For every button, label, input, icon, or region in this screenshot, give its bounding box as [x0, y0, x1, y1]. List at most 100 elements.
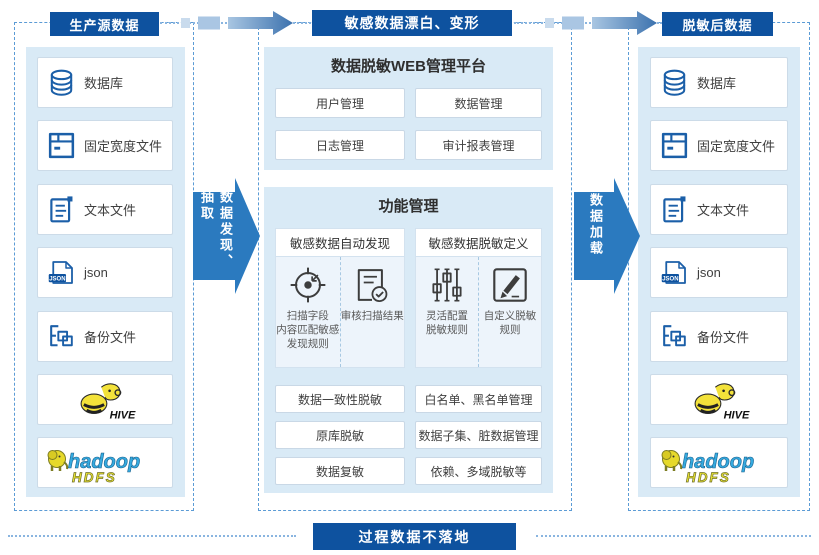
hadoop-hdfs-logo: hadoop HDFS: [661, 449, 755, 484]
source-card-database: 数据库: [37, 57, 173, 108]
footer-dotted-line-right: [536, 535, 811, 537]
hive-logo: HIVE: [694, 382, 750, 421]
audit-result-icon: [358, 269, 388, 303]
card-label: 备份文件: [84, 330, 137, 345]
function-management-title: 功能管理: [378, 198, 439, 215]
masked-data-title: 脱敏后数据: [662, 12, 773, 36]
text-file-icon: [50, 196, 73, 223]
fm-btn-dependency-multidomain: 依赖、多域脱敏等: [415, 457, 542, 485]
cell-custom-rules: 自定义脱敏 规则: [478, 257, 541, 367]
card-label: 数据库: [697, 76, 737, 91]
masked-card-json: JSON json: [650, 247, 788, 298]
source-card-text-file: 文本文件: [37, 184, 173, 235]
fm-btn-whitelist-blacklist: 白名单、黑名单管理: [415, 385, 542, 413]
source-card-json: JSON json: [37, 247, 173, 298]
hdfs-logo-text: HDFS: [686, 470, 731, 484]
footer-dotted-line-left: [8, 535, 296, 537]
json-badge-text: JSON: [662, 276, 678, 282]
footer-bar-label: 过程数据不落地: [358, 528, 471, 545]
fm-btn-data-consistency-masking: 数据一致性脱敏: [275, 385, 405, 413]
card-label: 文本文件: [84, 203, 137, 218]
load-flow-label-text: 数据加载: [588, 193, 603, 257]
card-label: 数据库: [84, 76, 124, 91]
database-icon: [50, 69, 73, 96]
hive-logo-text: HIVE: [724, 409, 750, 421]
function-management-panel: 功能管理 敏感数据自动发现 扫描字段 内容匹配敏感 发现规则: [264, 187, 553, 493]
masked-card-database: 数据库: [650, 57, 788, 108]
hdfs-logo-text: HDFS: [72, 470, 117, 484]
web-platform-panel: 数据脱敏WEB管理平台 用户管理 数据管理 日志管理 审计报表管理: [264, 47, 553, 170]
extract-flow-arrow: [193, 178, 260, 294]
web-btn-audit-report-management: 审计报表管理: [415, 130, 542, 160]
backup-file-icon: [50, 325, 73, 347]
database-icon: [663, 69, 686, 96]
group-auto-discovery-cells: 扫描字段 内容匹配敏感 发现规则 审核扫描结果: [276, 257, 404, 367]
source-card-hadoop-hdfs: hadoop HDFS: [37, 437, 173, 488]
extract-flow-label-col-left: 抽取: [199, 190, 214, 222]
card-label: 固定宽度文件: [84, 139, 163, 154]
masked-card-text-file: 文本文件: [650, 184, 788, 235]
masking-process-title-label: 敏感数据漂白、变形: [344, 15, 480, 31]
hadoop-logo-text: hadoop: [68, 451, 140, 473]
backup-file-icon: [663, 325, 686, 347]
masked-card-hive: HIVE: [650, 374, 788, 425]
web-btn-data-management: 数据管理: [415, 88, 542, 118]
gradient-arrow-icon: [545, 11, 657, 35]
cell-scan-rules: 扫描字段 内容匹配敏感 发现规则: [276, 257, 340, 367]
source-card-hive: HIVE: [37, 374, 173, 425]
hive-logo: HIVE: [80, 382, 136, 421]
load-flow-arrow: [574, 178, 640, 294]
custom-edit-icon: [493, 268, 527, 302]
masked-card-fixed-width-file: 固定宽度文件: [650, 120, 788, 171]
cell-caption: 扫描字段 内容匹配敏感 发现规则: [276, 310, 340, 350]
card-label: 备份文件: [697, 330, 750, 345]
masked-data-panel: 数据库 固定宽度文件 文本文件 JSON: [638, 47, 800, 497]
cell-caption: 审核扫描结果: [340, 310, 404, 322]
group-auto-discovery-header: 敏感数据自动发现: [276, 229, 404, 257]
masking-process-title: 敏感数据漂白、变形: [312, 10, 512, 36]
footer-bar: 过程数据不落地: [313, 523, 516, 550]
group-masking-definition-header: 敏感数据脱敏定义: [416, 229, 541, 257]
card-label: 文本文件: [697, 203, 750, 218]
masked-card-hadoop-hdfs: hadoop HDFS: [650, 437, 788, 488]
json-file-icon: JSON: [48, 261, 73, 284]
hadoop-logo-text: hadoop: [682, 451, 754, 473]
cell-caption: 自定义脱敏 规则: [483, 310, 537, 336]
web-btn-user-management: 用户管理: [275, 88, 405, 118]
fixed-width-file-icon: [48, 132, 75, 159]
group-masking-definition-cells: 灵活配置 脱敏规则 自定义脱敏 规则: [416, 257, 541, 367]
card-label: 固定宽度文件: [697, 139, 776, 154]
source-card-fixed-width-file: 固定宽度文件: [37, 120, 173, 171]
group-auto-discovery: 敏感数据自动发现 扫描字段 内容匹配敏感 发现规则: [275, 228, 405, 368]
extract-flow-label: 抽取 数据发现、: [197, 190, 234, 270]
fm-btn-in-place-masking: 原库脱敏: [275, 421, 405, 449]
card-label: json: [84, 265, 108, 280]
web-platform-title: 数据脱敏WEB管理平台: [331, 58, 486, 75]
production-data-panel: 数据库 固定宽度文件 文本文件 JSON: [26, 47, 185, 497]
hive-logo-text: HIVE: [110, 409, 136, 421]
cell-audit-scan-result: 审核扫描结果: [339, 257, 405, 367]
load-flow-label: 数据加载: [586, 193, 604, 257]
group-masking-definition: 敏感数据脱敏定义 灵活配置 脱敏规则: [415, 228, 542, 368]
fm-btn-data-unmasking: 数据复敏: [275, 457, 405, 485]
json-badge-text: JSON: [49, 276, 65, 282]
production-data-title: 生产源数据: [50, 12, 159, 36]
production-data-title-label: 生产源数据: [69, 17, 140, 33]
fm-btn-subset-dirty-data: 数据子集、脏数据管理: [415, 421, 542, 449]
fixed-width-file-icon: [661, 132, 688, 159]
web-btn-log-management: 日志管理: [275, 130, 405, 160]
source-card-backup-file: 备份文件: [37, 311, 173, 362]
masked-data-title-label: 脱敏后数据: [682, 17, 753, 33]
card-label: json: [697, 265, 721, 280]
sliders-icon: [432, 268, 462, 302]
cell-caption: 灵活配置 脱敏规则: [426, 310, 468, 336]
hadoop-hdfs-logo: hadoop HDFS: [47, 449, 141, 484]
masked-card-backup-file: 备份文件: [650, 311, 788, 362]
json-file-icon: JSON: [661, 261, 686, 284]
connector-right-dotted-line: [514, 22, 662, 24]
cell-flexible-config: 灵活配置 脱敏规则: [416, 257, 478, 367]
target-scan-icon: [290, 267, 326, 303]
extract-flow-label-col-right: 数据发现、: [218, 190, 233, 270]
text-file-icon: [663, 196, 686, 223]
